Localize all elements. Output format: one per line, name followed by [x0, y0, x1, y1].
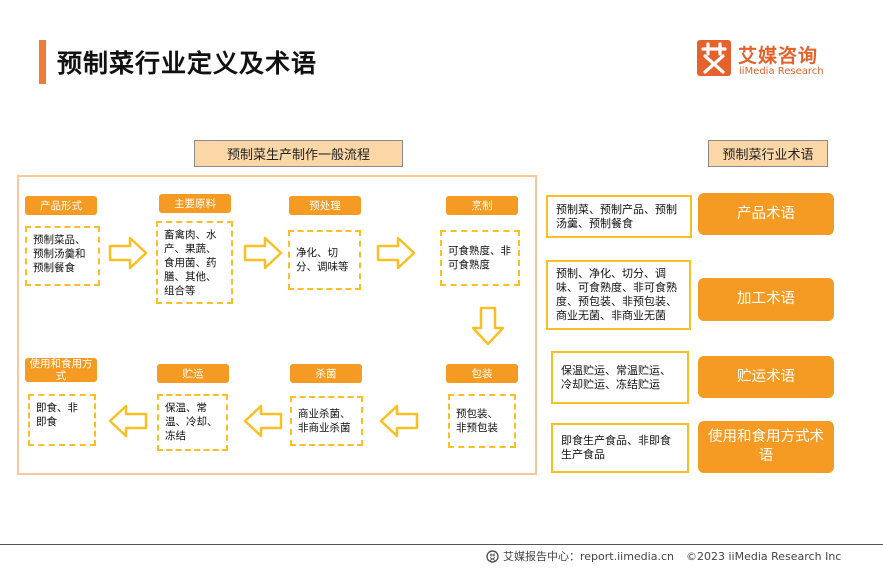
- flow-arrow-left-icon: [379, 404, 419, 438]
- step-label-cooking: 烹制: [446, 196, 518, 215]
- logo-brand-name: 艾媒咨询: [738, 45, 819, 67]
- step-label-packaging: 包装: [446, 364, 518, 383]
- footer-source: 艾媒报告中心：report.iimedia.cn: [503, 550, 674, 563]
- page-title: 预制菜行业定义及术语: [57, 49, 318, 78]
- step-box-storage: 保温、常温、冷却、冻结: [157, 394, 228, 451]
- term-processing: 加工术语: [698, 278, 834, 321]
- term-desc-product: 预制菜、预制产品、预制汤羹、预制餐食: [546, 195, 692, 238]
- term-desc-usage: 即食生产食品、非即食生产食品: [551, 423, 689, 473]
- step-box-pretreatment: 净化、切分、调味等: [288, 230, 361, 290]
- flow-arrow-down-icon: [471, 306, 505, 346]
- footer-copyright: ©2023 iiMedia Research Inc: [685, 549, 842, 563]
- step-label-storage: 贮运: [157, 364, 229, 383]
- iimedia-logo-icon: [697, 40, 731, 76]
- step-box-raw-materials: 畜禽肉、水产、果蔬、食用菌、药膳、其他、组合等: [156, 221, 233, 304]
- step-label-raw-materials: 主要原料: [159, 194, 231, 213]
- flow-arrow-left-icon: [243, 404, 283, 438]
- flow-section-title: 预制菜生产制作一般流程: [194, 140, 403, 167]
- flow-arrow-left-icon: [108, 404, 148, 438]
- terms-section-title: 预制菜行业术语: [708, 140, 828, 167]
- step-box-packaging: 预包装、非预包装: [448, 394, 516, 448]
- term-desc-storage: 保温贮运、常温贮运、冷却贮运、冻结贮运: [551, 351, 689, 404]
- term-desc-processing: 预制、净化、切分、调味、可食熟度、非可食熟度、预包装、非预包装、商业无菌、非商业…: [546, 260, 691, 330]
- step-box-sterilization: 商业杀菌、非商业杀菌: [290, 396, 363, 446]
- step-label-usage: 使用和食用方式: [25, 358, 97, 382]
- iimedia-footer-icon: [486, 549, 499, 563]
- logo-brand-english: iiMedia Research: [739, 66, 824, 77]
- step-label-pretreatment: 预处理: [289, 196, 361, 215]
- flow-arrow-right-icon: [243, 236, 283, 270]
- step-box-cooking: 可食熟度、非可食熟度: [440, 230, 520, 286]
- footer: 艾媒报告中心：report.iimedia.cn ©2023 iiMedia R…: [486, 548, 841, 564]
- step-label-product-form: 产品形式: [25, 196, 97, 215]
- term-product: 产品术语: [698, 193, 834, 235]
- title-accent-bar: [39, 40, 46, 84]
- step-box-usage: 即食、非即食: [28, 394, 96, 446]
- step-label-sterilization: 杀菌: [290, 364, 362, 383]
- flow-arrow-right-icon: [108, 236, 148, 270]
- flow-frame: [17, 175, 537, 475]
- step-box-product-form: 预制菜品、预制汤羹和预制餐食: [25, 226, 100, 286]
- term-usage: 使用和食用方式术语: [698, 421, 834, 473]
- flow-arrow-right-icon: [376, 236, 416, 270]
- term-storage: 贮运术语: [698, 356, 834, 398]
- footer-divider: [0, 544, 883, 545]
